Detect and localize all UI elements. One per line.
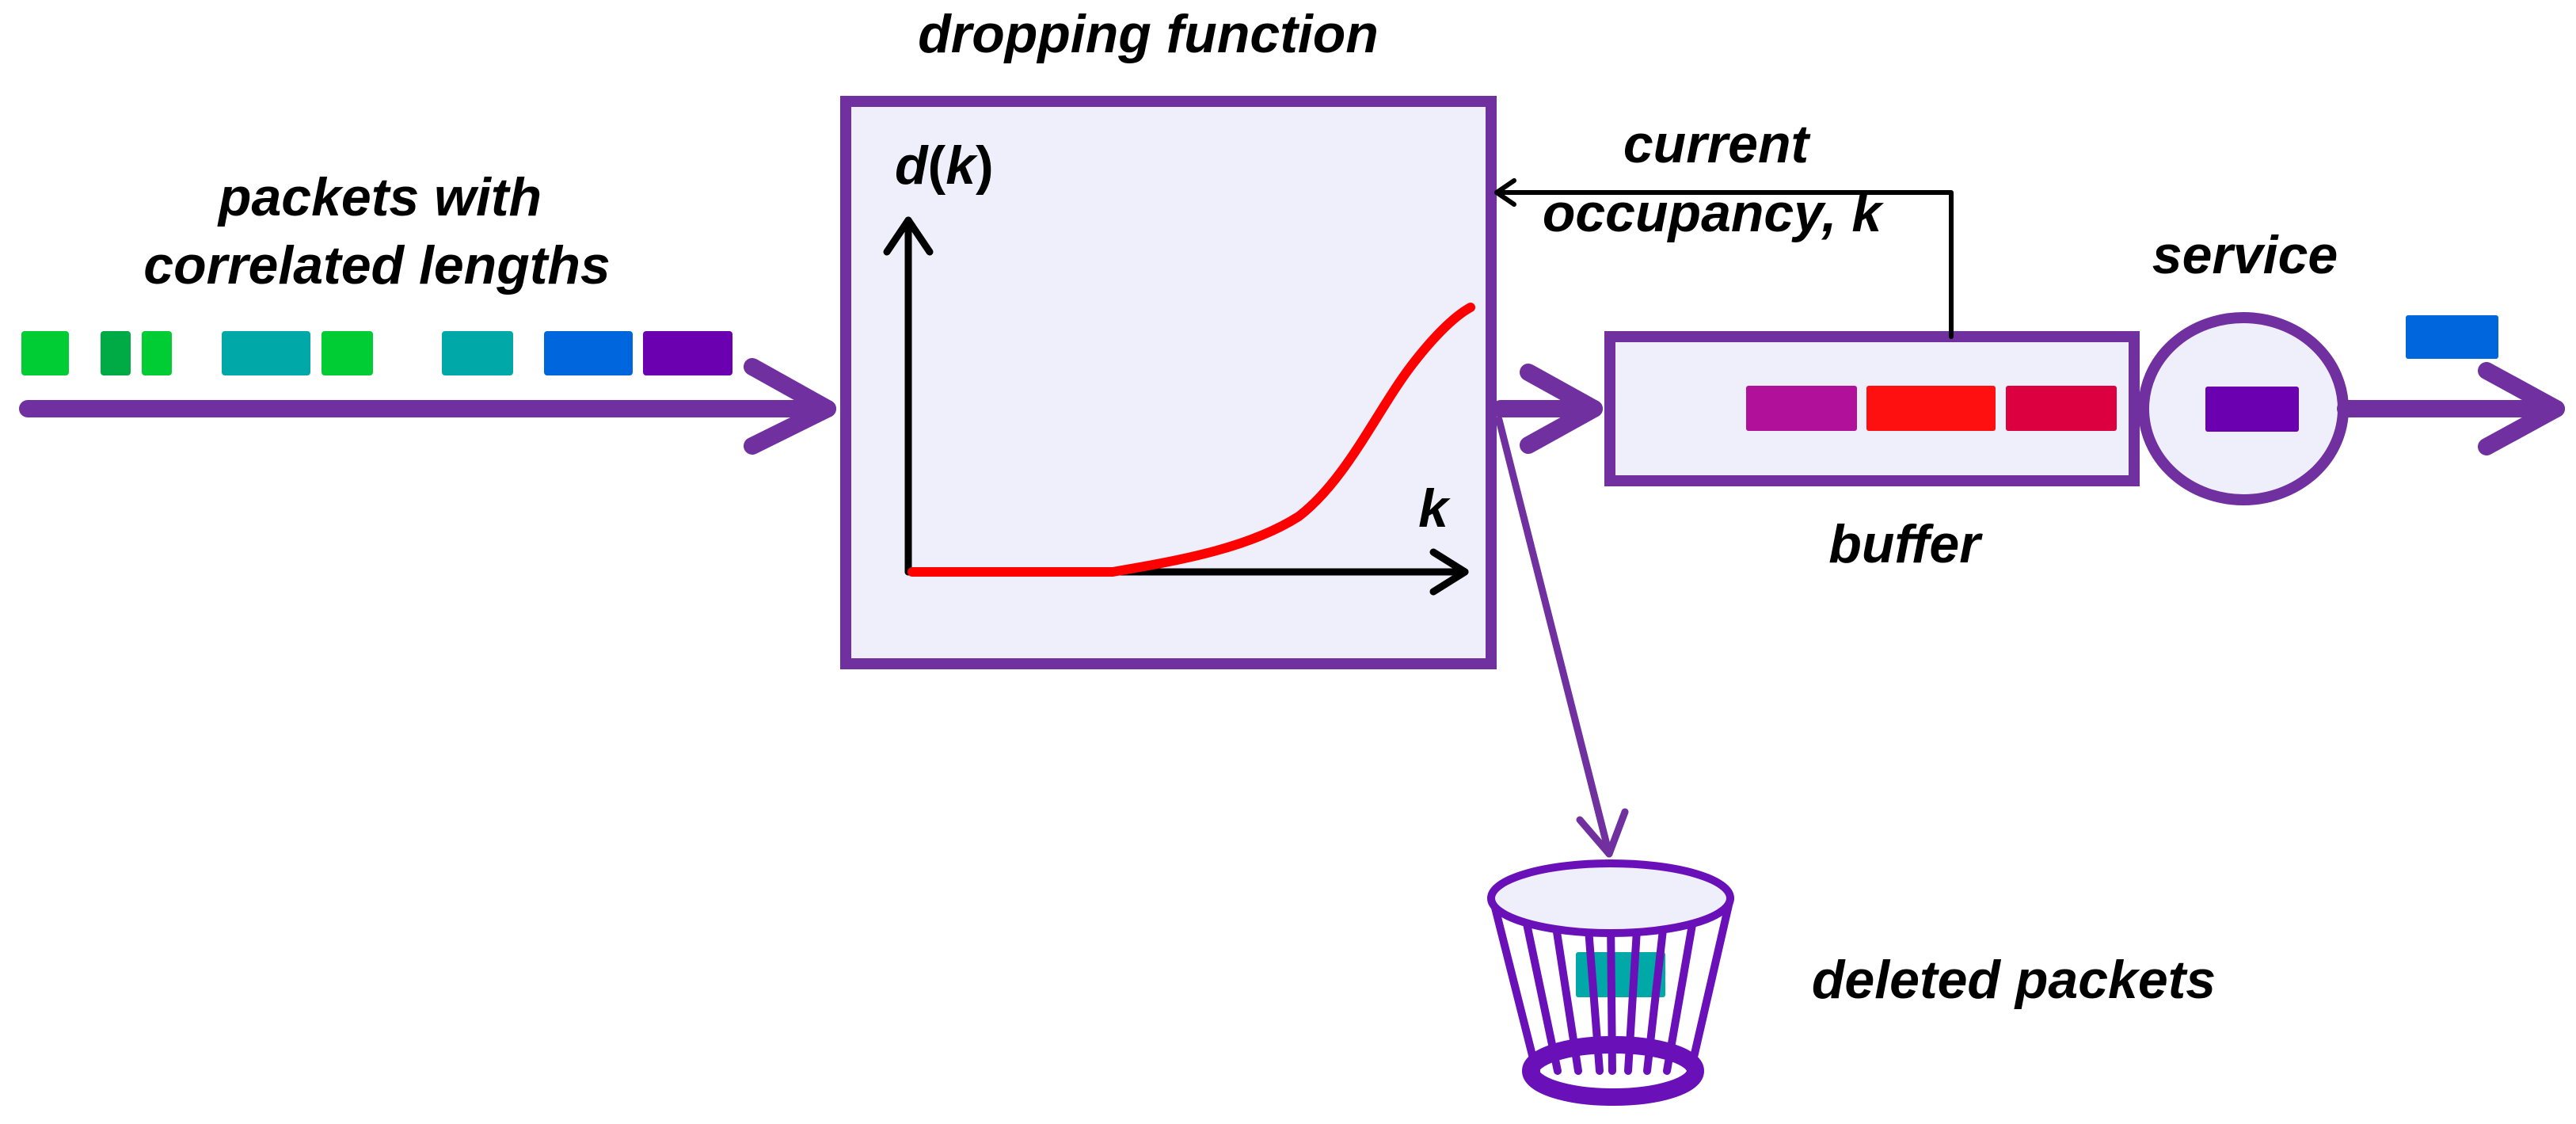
trash-bin-icon	[1487, 859, 1734, 1106]
occupancy-feedback-arrow	[1494, 178, 1954, 339]
incoming-packet	[222, 331, 310, 375]
incoming-packet	[101, 331, 131, 375]
service-packet	[2205, 387, 2299, 432]
incoming-packet	[142, 331, 172, 375]
incoming-packets	[21, 331, 732, 375]
feedback-label-line2: occupancy, k	[1543, 183, 1885, 243]
y-axis-label-k: k	[946, 135, 978, 196]
service-label: service	[2152, 225, 2338, 285]
y-axis-label-open: (	[928, 135, 946, 196]
incoming-packet	[544, 331, 633, 375]
x-axis-label: k	[1418, 478, 1451, 539]
buffer-packet	[1866, 386, 1996, 431]
buffer-packet	[1746, 386, 1857, 431]
incoming-flow-arrow	[19, 358, 836, 455]
incoming-label-line2: correlated lengths	[143, 235, 611, 295]
y-axis-label: d(k)	[895, 135, 994, 196]
incoming-label-line1: packets with	[217, 167, 542, 227]
buffer-label: buffer	[1828, 514, 1983, 574]
buffer-packets	[1746, 386, 2117, 431]
incoming-packet	[21, 331, 69, 375]
drop-arrow	[1495, 416, 1629, 858]
to-buffer-arrow	[1492, 364, 1603, 454]
dropping-curve	[907, 303, 1475, 577]
feedback-label-line1: current	[1623, 114, 1811, 174]
y-axis-label-d: d	[895, 135, 929, 196]
dropping-function-title: dropping function	[918, 4, 1379, 64]
incoming-packet	[643, 331, 732, 375]
incoming-packet	[442, 331, 513, 375]
buffer-packet	[2006, 386, 2117, 431]
output-flow-arrow	[2337, 362, 2565, 455]
deleted-packet	[1576, 952, 1665, 997]
y-axis	[883, 216, 934, 576]
incoming-packet	[322, 331, 373, 375]
deleted-packets-label: deleted packets	[1812, 950, 2216, 1010]
y-axis-label-close: )	[976, 135, 994, 196]
output-packet	[2406, 315, 2498, 359]
